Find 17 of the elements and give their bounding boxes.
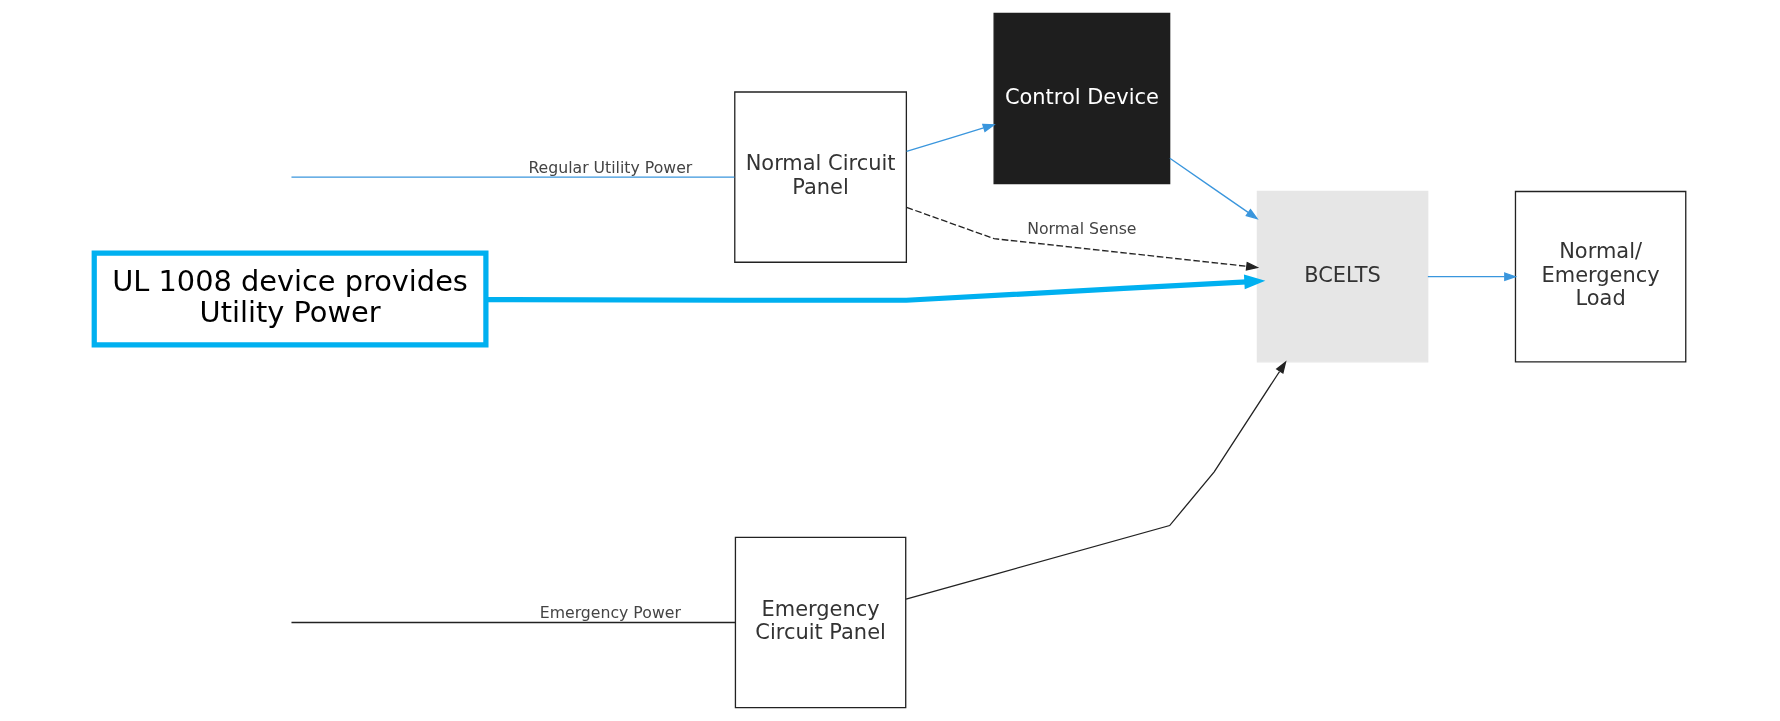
node-box: BCELTS [1256,190,1429,363]
edge-label: Emergency Power [539,603,681,623]
arrow [905,206,1260,271]
node-box: Emergency Circuit Panel [734,536,907,709]
arrow [905,123,996,153]
node-box: UL 1008 device provides Utility Power [91,250,489,348]
connector [290,176,736,178]
arrow [905,360,1287,600]
arrow [1427,272,1518,282]
edge-label: Regular Utility Power [528,157,693,177]
node-box: Normal/ Emergency Load [1514,190,1687,363]
node-box: Normal Circuit Panel [734,91,908,263]
arrow [1169,157,1259,220]
node-box: Control Device [993,12,1171,185]
arrow [486,274,1266,303]
connector [290,621,736,624]
edge-label: Normal Sense [1027,219,1137,239]
